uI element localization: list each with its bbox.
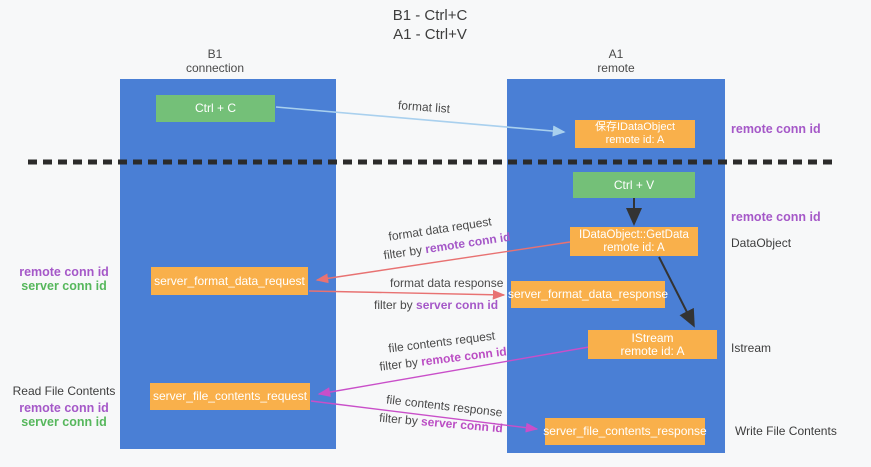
label-dataobject: DataObject <box>731 236 792 250</box>
lane-a1-subtitle: remote <box>597 61 635 75</box>
label-server-conn-id-left-1: server conn id <box>21 279 107 293</box>
node-server-format-data-request: server_format_data_request <box>151 267 308 295</box>
label-remote-conn-id-left-2: remote conn id <box>19 401 109 415</box>
label-format-data-response: format data response <box>390 276 504 290</box>
label-format-list: format list <box>397 98 451 116</box>
diagram-title: B1 - Ctrl+C A1 - Ctrl+V <box>330 6 530 44</box>
label-write-file-contents: Write File Contents <box>735 424 837 438</box>
diagram-title-line1: B1 - Ctrl+C <box>392 7 468 24</box>
node-ctrl-c-label: Ctrl + C <box>194 101 236 115</box>
node-server-file-contents-response-label: server_file_contents_response <box>543 424 707 438</box>
node-server-format-data-response: server_format_data_response <box>507 281 669 308</box>
label-remote-conn-id-right-mid: remote conn id <box>731 210 821 224</box>
arrow-format-data-response <box>308 289 506 300</box>
label-server-conn-id-left-2: server conn id <box>21 415 107 429</box>
node-save-dataobject-line1: 保存IDataObject <box>594 121 676 133</box>
node-server-file-contents-request-label: server_file_contents_request <box>152 389 308 403</box>
label-file-contents-response-filter-prefix: filter by <box>378 410 422 429</box>
lane-b1-subtitle: connection <box>185 61 245 75</box>
lane-header-a1: A1 remote <box>556 47 676 75</box>
lane-a1-name: A1 <box>608 47 624 61</box>
label-file-contents-request-filter-prefix: filter by <box>378 354 423 374</box>
node-istream-line2: remote id: A <box>620 343 685 358</box>
node-server-format-data-response-label: server_format_data_response <box>507 287 669 301</box>
label-read-file-contents: Read File Contents <box>12 384 116 398</box>
lane-b1-name: B1 <box>207 47 223 61</box>
node-save-dataobject: 保存IDataObject remote id: A <box>575 120 695 148</box>
node-ctrl-v-label: Ctrl + V <box>613 177 655 192</box>
node-server-file-contents-request: server_file_contents_request <box>150 383 310 410</box>
node-idataobject-getdata: IDataObject::GetData remote id: A <box>570 227 698 256</box>
diagram-title-line2: A1 - Ctrl+V <box>393 26 467 43</box>
node-ctrl-c: Ctrl + C <box>156 95 275 122</box>
node-istream: IStream remote id: A <box>588 330 717 359</box>
node-server-format-data-request-label: server_format_data_request <box>154 273 305 288</box>
label-remote-conn-id-left-1: remote conn id <box>19 265 109 279</box>
node-save-dataobject-line2: remote id: A <box>605 134 665 146</box>
node-ctrl-v: Ctrl + V <box>573 172 695 198</box>
label-istream: Istream <box>731 341 772 355</box>
node-idataobject-getdata-line1: IDataObject::GetData <box>579 228 689 241</box>
label-format-data-response-filter: filter by server conn id <box>374 298 498 312</box>
label-format-data-response-filter-prefix: filter by <box>374 298 417 312</box>
node-idataobject-getdata-line2: remote id: A <box>603 241 665 254</box>
label-remote-conn-id-right-top: remote conn id <box>731 122 821 136</box>
node-server-file-contents-response: server_file_contents_response <box>543 418 707 445</box>
node-istream-line1: IStream <box>631 330 674 345</box>
label-format-data-request-filter-prefix: filter by <box>382 242 427 263</box>
lane-header-b1: B1 connection <box>155 47 275 75</box>
label-format-data-response-filter-key: server conn id <box>416 298 499 312</box>
